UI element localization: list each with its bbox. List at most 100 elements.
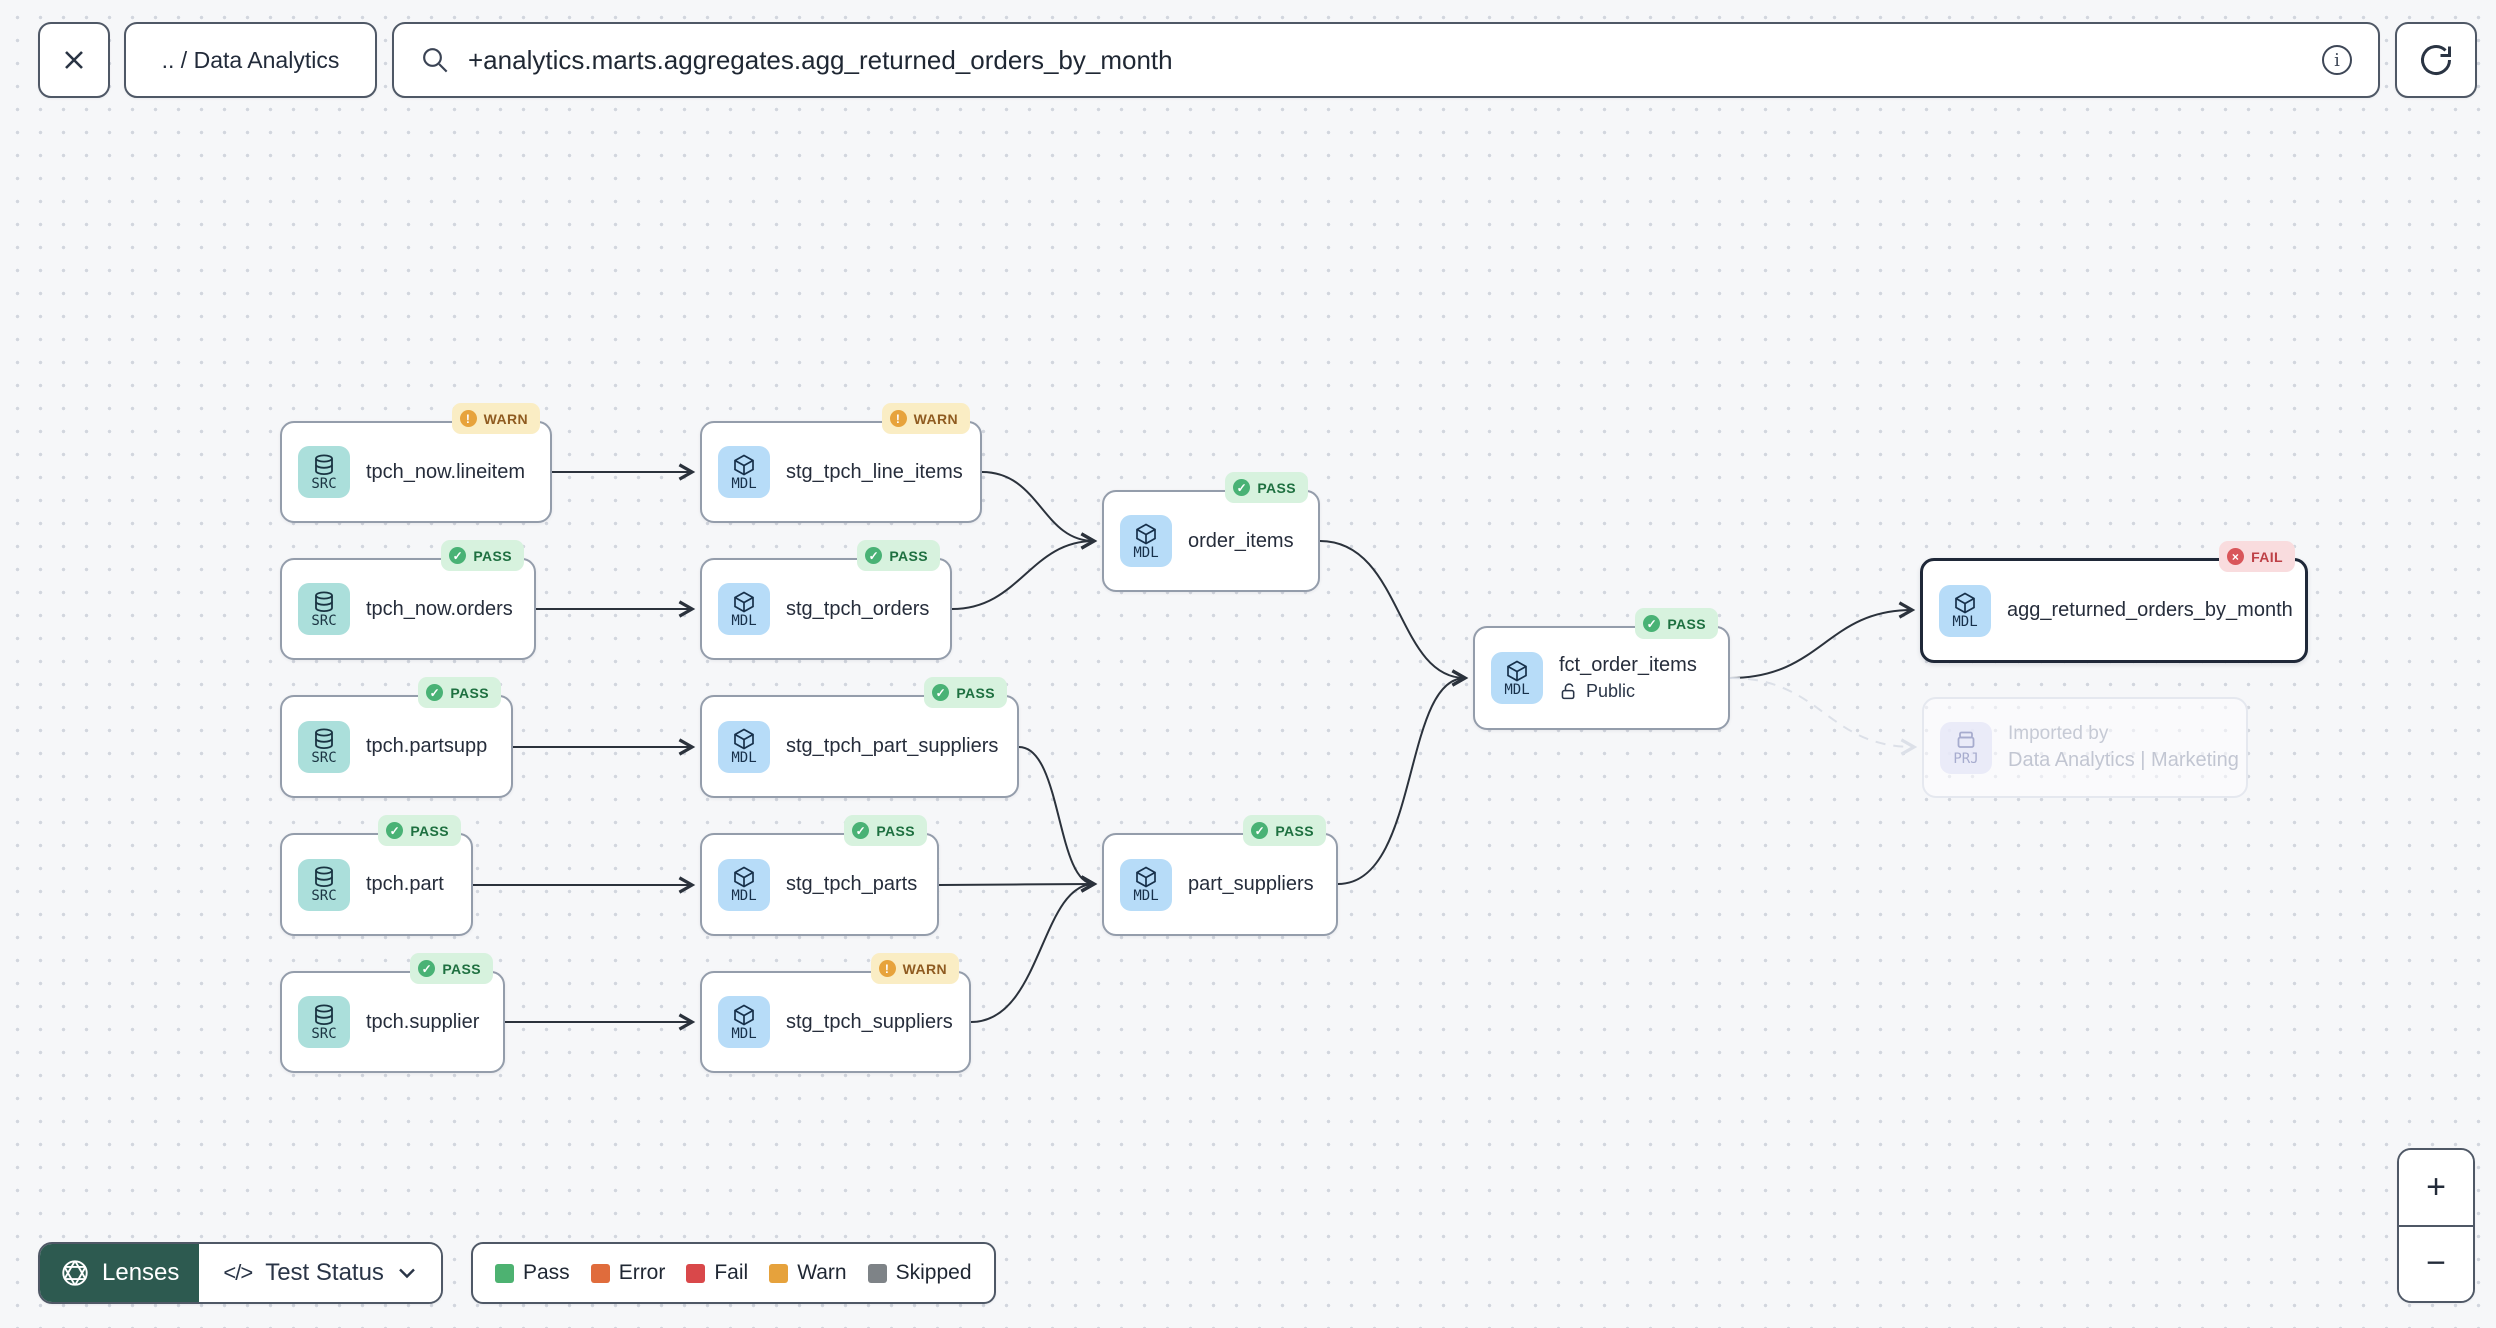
model-type-icon: MDL xyxy=(1939,584,1991,637)
node-tpch-supplier[interactable]: ✓PASS SRC tpch.supplier xyxy=(280,953,505,1073)
node-title: stg_tpch_part_suppliers xyxy=(786,735,999,757)
fail-icon: × xyxy=(2227,548,2245,565)
node-title: tpch_now.orders xyxy=(366,597,513,620)
check-icon: ✓ xyxy=(1643,615,1661,632)
status-badge: ✓PASS xyxy=(844,815,927,846)
status-badge: !WARN xyxy=(881,403,970,434)
model-type-icon: MDL xyxy=(1120,858,1172,911)
legend-item-pass: Pass xyxy=(495,1261,570,1285)
cube-icon xyxy=(1136,866,1156,888)
node-title: fct_order_items xyxy=(1559,654,1697,676)
status-badge: ✓PASS xyxy=(857,540,940,571)
warn-icon: ! xyxy=(459,410,477,427)
info-icon[interactable]: i xyxy=(2322,45,2352,75)
node-tpch-part[interactable]: ✓PASS SRC tpch.part xyxy=(280,815,473,936)
node-title: stg_tpch_line_items xyxy=(786,460,963,483)
cube-icon xyxy=(734,454,754,475)
refresh-button[interactable] xyxy=(2395,22,2477,98)
check-icon: ✓ xyxy=(865,547,883,564)
legend-item-fail: Fail xyxy=(686,1261,748,1285)
warn-swatch xyxy=(769,1263,789,1283)
status-badge: !WARN xyxy=(451,403,540,434)
node-title: stg_tpch_parts xyxy=(786,873,918,895)
breadcrumb[interactable]: .. / Data Analytics xyxy=(124,22,377,98)
node-title: tpch_now.lineitem xyxy=(366,460,525,483)
pass-swatch xyxy=(495,1263,514,1283)
model-type-icon: MDL xyxy=(718,583,770,635)
warn-icon: ! xyxy=(889,410,907,427)
cube-icon xyxy=(734,1004,754,1025)
cube-icon xyxy=(1136,523,1156,544)
model-type-icon: MDL xyxy=(718,720,770,773)
node-order-items[interactable]: ✓PASS MDL order_items xyxy=(1102,472,1320,592)
status-badge: ✓PASS xyxy=(418,677,501,708)
access-label: Public xyxy=(1559,681,1697,702)
source-type-icon: SRC xyxy=(298,583,350,635)
lenses-button[interactable]: Lenses xyxy=(40,1244,200,1302)
edge xyxy=(938,875,1098,893)
search-input[interactable] xyxy=(466,43,2306,77)
status-badge: ✓PASS xyxy=(1635,608,1718,639)
edge xyxy=(1337,669,1469,885)
node-stg-tpch-parts[interactable]: ✓PASS MDL stg_tpch_parts xyxy=(700,815,939,936)
status-badge: !WARN xyxy=(870,953,959,984)
close-button[interactable] xyxy=(38,22,110,98)
node-part-suppliers[interactable]: ✓PASS MDL part_suppliers xyxy=(1102,815,1338,936)
chevron-down-icon xyxy=(399,1268,415,1279)
cube-icon xyxy=(1507,660,1527,681)
node-agg-returned-orders-by-month[interactable]: ×FAIL MDL agg_returned_orders_by_month xyxy=(1920,541,2308,663)
node-stg-tpch-line-items[interactable]: !WARN MDL stg_tpch_line_items xyxy=(700,403,982,523)
node-title: stg_tpch_orders xyxy=(786,597,930,620)
zoom-out-button[interactable]: − xyxy=(2399,1224,2473,1301)
warn-icon: ! xyxy=(878,960,896,977)
source-type-icon: SRC xyxy=(298,996,350,1048)
search-icon xyxy=(423,48,448,73)
check-icon: ✓ xyxy=(1233,479,1251,496)
model-type-icon: MDL xyxy=(718,858,770,911)
source-type-icon: SRC xyxy=(298,858,350,911)
zoom-in-button[interactable]: + xyxy=(2399,1150,2473,1225)
edge xyxy=(970,875,1098,1023)
node-imported-by-project[interactable]: PRJ Imported by Data Analytics | Marketi… xyxy=(1922,697,2248,798)
test-status-dropdown[interactable]: </> Test Status xyxy=(199,1244,441,1302)
node-tpch-partsupp[interactable]: ✓PASS SRC tpch.partsupp xyxy=(280,677,513,798)
database-icon xyxy=(315,866,333,888)
node-stg-tpch-suppliers[interactable]: !WARN MDL stg_tpch_suppliers xyxy=(700,953,971,1073)
test-status-legend: Pass Error Fail Warn Skipped xyxy=(471,1242,996,1304)
search-bar: i xyxy=(392,22,2380,98)
zoom-controls: + − xyxy=(2397,1148,2475,1303)
node-tpch-now-lineitem[interactable]: !WARN SRC tpch_now.lineitem xyxy=(280,403,552,523)
cube-icon xyxy=(734,866,754,888)
node-stg-tpch-orders[interactable]: ✓PASS MDL stg_tpch_orders xyxy=(700,540,952,660)
check-icon: ✓ xyxy=(426,684,444,701)
fail-swatch xyxy=(686,1263,706,1283)
skipped-swatch xyxy=(867,1263,887,1283)
aperture-icon xyxy=(62,1260,88,1286)
legend-item-warn: Warn xyxy=(769,1261,847,1285)
status-badge: ✓PASS xyxy=(441,540,524,571)
status-badge: ✓PASS xyxy=(1243,815,1326,846)
node-fct-order-items[interactable]: ✓PASS MDL fct_order_items Public xyxy=(1473,608,1730,730)
edge xyxy=(1729,601,1916,679)
status-badge: ×FAIL xyxy=(2219,541,2295,572)
status-badge: ✓PASS xyxy=(924,677,1007,708)
edge xyxy=(1018,746,1098,893)
database-icon xyxy=(315,728,333,750)
node-title: tpch.supplier xyxy=(366,1010,480,1033)
node-title: tpch.partsupp xyxy=(366,735,488,757)
project-type-icon: PRJ xyxy=(1940,721,1992,774)
edge xyxy=(981,471,1098,550)
model-type-icon: MDL xyxy=(718,996,770,1048)
cube-icon xyxy=(734,728,754,750)
source-type-icon: SRC xyxy=(298,446,350,498)
cube-icon xyxy=(734,591,754,612)
node-tpch-now-orders[interactable]: ✓PASS SRC tpch_now.orders xyxy=(280,540,536,660)
code-icon: </> xyxy=(223,1260,253,1285)
unlock-icon xyxy=(1561,683,1575,700)
node-stg-tpch-part-suppliers[interactable]: ✓PASS MDL stg_tpch_part_suppliers xyxy=(700,677,1019,798)
node-title: tpch.part xyxy=(366,873,444,895)
check-icon: ✓ xyxy=(418,960,436,977)
check-icon: ✓ xyxy=(852,822,870,839)
